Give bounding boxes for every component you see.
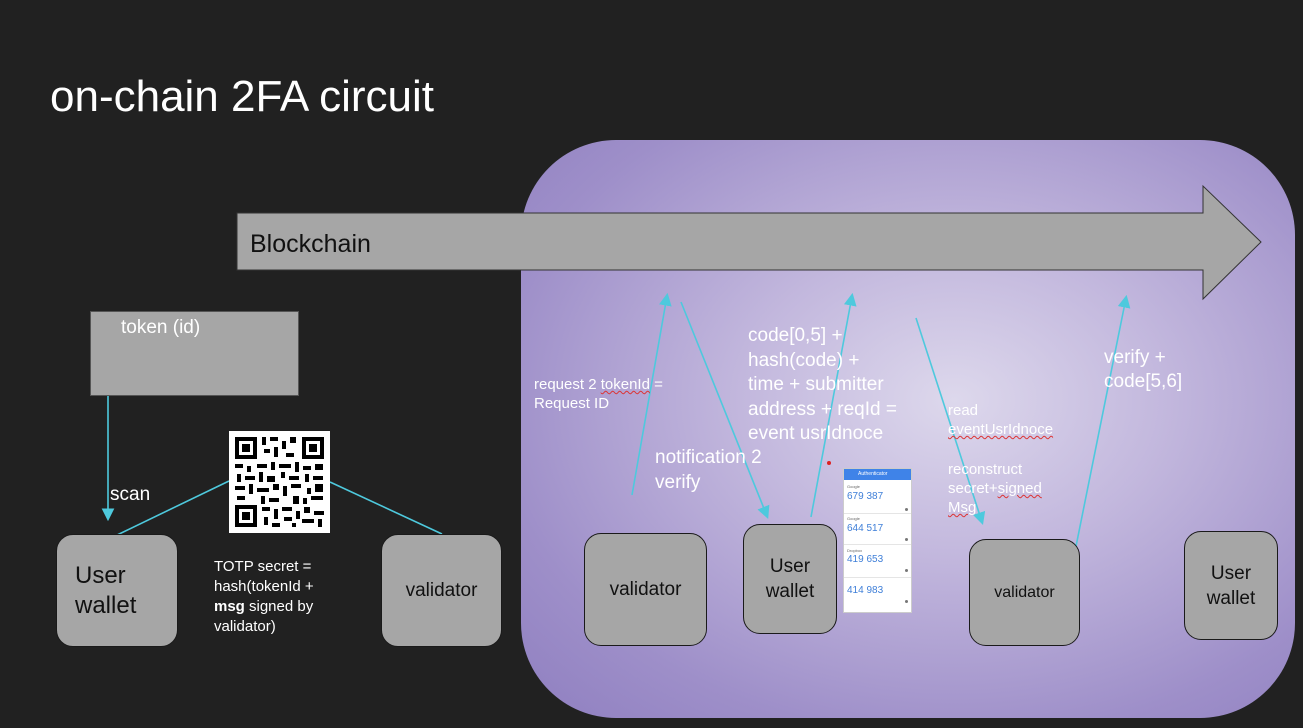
wallet-qr-line <box>114 480 230 537</box>
request-arrow <box>631 292 672 496</box>
phone-app-name: Authenticator <box>858 471 888 477</box>
read-event-arrow <box>915 317 986 526</box>
phone-account-2: Google <box>847 516 860 521</box>
user-wallet-left-line1: User <box>75 561 126 589</box>
validator-box-left: validator <box>381 534 502 647</box>
phone-timer-icon <box>905 569 908 572</box>
reconstruct-text: reconstruct secret+signed Msg <box>948 460 1042 517</box>
read-line1: read <box>948 402 979 419</box>
verify-line1: verify + <box>1104 347 1166 368</box>
notification-arrow <box>680 301 770 519</box>
phone-code-3: 419 653 <box>847 554 884 565</box>
phone-code-1: 679 387 <box>847 491 884 502</box>
scan-label: scan <box>110 484 151 505</box>
request-text: request 2 tokenId = Request ID <box>534 375 663 413</box>
totp-msg-bold: msg <box>214 598 245 615</box>
totp-secret-text: TOTP secret = hash(tokenId + msg signed … <box>214 557 314 637</box>
reconstruct-signed: signed <box>997 480 1042 497</box>
read-event: eventUsrIdnoce <box>948 421 1054 438</box>
qr-validator-line <box>329 481 443 535</box>
phone-timer-icon <box>905 508 908 511</box>
phone-divider <box>844 544 911 545</box>
slide-title: on-chain 2FA circuit <box>50 72 434 121</box>
code-text: code[0,5] + hash(code) + time + submitte… <box>748 324 897 447</box>
totp-line1: TOTP secret = <box>214 558 312 575</box>
request-line2: Request ID <box>534 395 610 412</box>
totp-line3: msg signed by <box>214 597 314 617</box>
reconstruct-line2: secret+signed <box>948 479 1042 498</box>
request-suffix: = <box>649 376 663 393</box>
code-line5: event usrIdnoce <box>748 423 884 444</box>
request-token: tokenId <box>600 376 650 393</box>
user-wallet-mid-line1: User <box>769 556 811 577</box>
phone-app-bar: Authenticator <box>844 469 911 480</box>
phone-code-4: 414 983 <box>847 585 884 596</box>
verify-line2: code[5,6] <box>1104 371 1183 392</box>
phone-divider <box>844 513 911 514</box>
reconstruct-msg: Msg <box>948 499 977 516</box>
notification-text: notification 2 verify <box>655 445 762 495</box>
phone-timer-icon <box>905 600 908 603</box>
blockchain-label: Blockchain <box>250 230 371 258</box>
code-line1: code[0,5] + <box>748 325 843 346</box>
request-line1: request 2 tokenId = <box>534 375 663 394</box>
verify-text: verify + code[5,6] <box>1104 346 1182 394</box>
user-wallet-mid-line2: wallet <box>765 581 815 602</box>
authenticator-screenshot: Authenticator Google 679 387 Google 644 … <box>843 468 912 613</box>
phone-timer-icon <box>905 538 908 541</box>
reconstruct-line1: reconstruct <box>948 461 1023 478</box>
phone-account-3: Dropbox <box>847 548 863 553</box>
notification-line1: notification 2 <box>655 447 762 468</box>
phone-divider <box>844 577 911 578</box>
phone-code-2: 644 517 <box>847 523 884 534</box>
totp-line3-rest: signed by <box>244 598 314 615</box>
request-prefix: request 2 <box>534 376 601 393</box>
phone-account-1: Google <box>847 484 860 489</box>
reconstruct-secret: secret+ <box>948 480 998 497</box>
cursor-dot <box>827 461 831 465</box>
user-wallet-right-line2: wallet <box>1206 587 1256 609</box>
code-line4: address + reqId = <box>748 398 897 420</box>
qr-code <box>229 431 330 533</box>
code-line2: hash(code) + <box>748 349 860 371</box>
user-wallet-right-line1: User <box>1210 562 1252 584</box>
qr-icon <box>235 437 324 527</box>
totp-line2: hash(tokenId + <box>214 578 314 595</box>
notification-line2: verify <box>655 472 701 493</box>
user-wallet-left-line2: wallet <box>75 591 137 619</box>
submit-code-arrow <box>810 292 857 518</box>
token-box <box>90 311 299 396</box>
user-wallet-box-mid: User wallet <box>743 524 837 634</box>
token-label: token (id) <box>121 317 201 338</box>
totp-line4: validator) <box>214 618 276 635</box>
user-wallet-box-right: User wallet <box>1184 531 1278 640</box>
validator-box-mid: validator <box>584 533 707 646</box>
verify-arrow <box>1066 294 1131 592</box>
code-line3: time + submitter <box>748 374 884 395</box>
validator-box-right: validator <box>969 539 1080 646</box>
read-text: read eventUsrIdnoce <box>948 401 1053 439</box>
